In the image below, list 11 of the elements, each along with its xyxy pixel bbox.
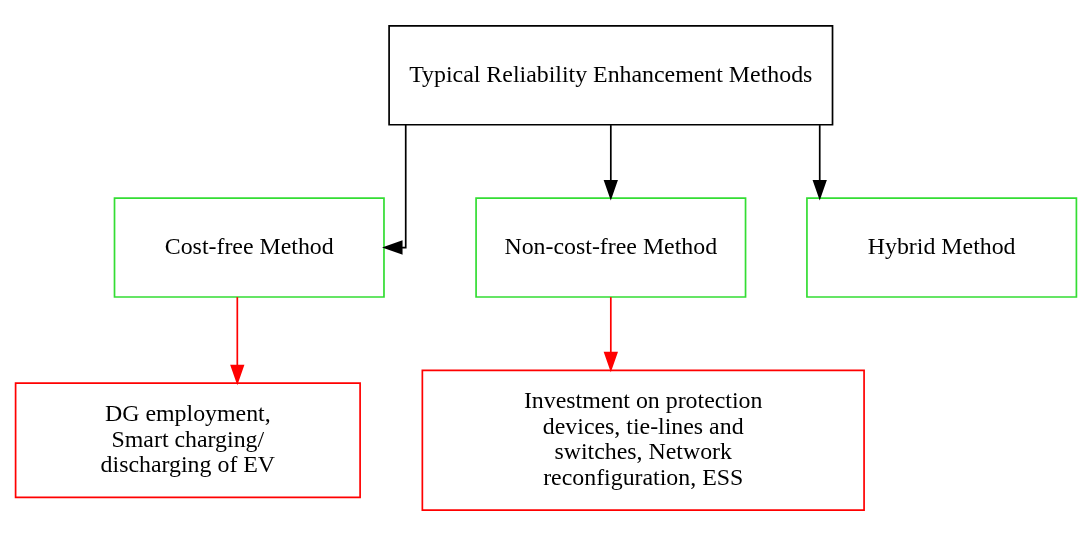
arrow [382, 123, 407, 255]
arrow [603, 123, 618, 200]
node-box: Investment on protection devices, tie-lines and switches, Network reconfiguration, ESS [421, 368, 865, 511]
arrow [603, 295, 618, 372]
node-box: Typical Reliability Enhancement Methods [388, 24, 834, 126]
arrow [230, 295, 245, 385]
node-box: DG employment, Smart charging/ discharging of EV [14, 381, 361, 498]
node-box: Cost-free Method [113, 196, 385, 298]
node-box: Hybrid Method [806, 196, 1078, 298]
arrow [812, 123, 827, 200]
node-box: Non-cost-free Method [475, 196, 747, 298]
